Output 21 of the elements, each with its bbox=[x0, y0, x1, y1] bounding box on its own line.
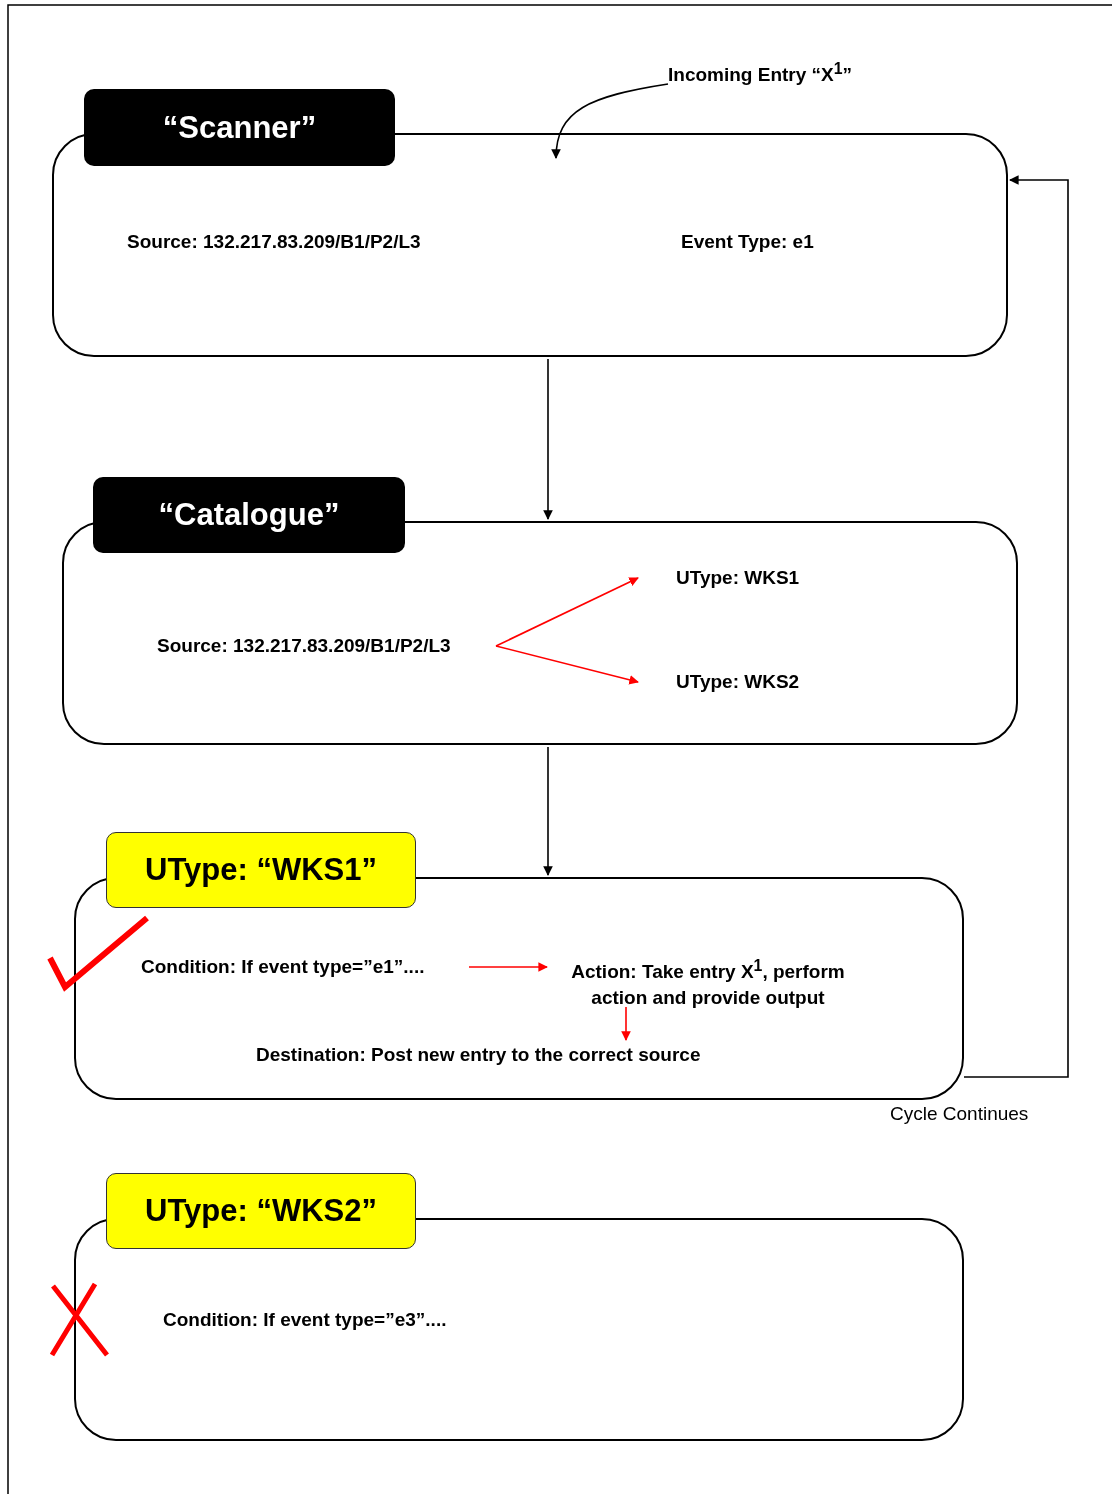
arrow bbox=[495, 645, 639, 685]
arrow bbox=[621, 1006, 631, 1041]
panel-text: Event Type: e1 bbox=[681, 230, 814, 254]
node-text: UType: WKS2 bbox=[676, 669, 821, 695]
arrow bbox=[468, 962, 548, 972]
arrow bbox=[963, 175, 1069, 1078]
panel-text: Condition: If event type=”e3”.... bbox=[163, 1308, 447, 1332]
arrow bbox=[495, 577, 639, 647]
node-text: Condition: If event type=”e1”.... bbox=[141, 954, 463, 980]
node-text: Source: 132.217.83.209/B1/P2/L3 bbox=[157, 633, 492, 659]
title-tab: “Catalogue” bbox=[93, 477, 405, 553]
title-tab: “Scanner” bbox=[84, 89, 395, 166]
node-text: UType: WKS1 bbox=[676, 565, 821, 591]
node-text: Destination: Post new entry to the correct source bbox=[256, 1042, 760, 1068]
panel-text: Source: 132.217.83.209/B1/P2/L3 bbox=[127, 230, 421, 254]
node-text: Incoming Entry “X$^{1}$” bbox=[668, 56, 883, 84]
arrow bbox=[551, 83, 669, 159]
title-tab: UType: “WKS2” bbox=[106, 1173, 416, 1249]
arrow bbox=[543, 358, 553, 520]
arrow bbox=[543, 746, 553, 876]
title-tab: UType: “WKS1” bbox=[106, 832, 416, 908]
